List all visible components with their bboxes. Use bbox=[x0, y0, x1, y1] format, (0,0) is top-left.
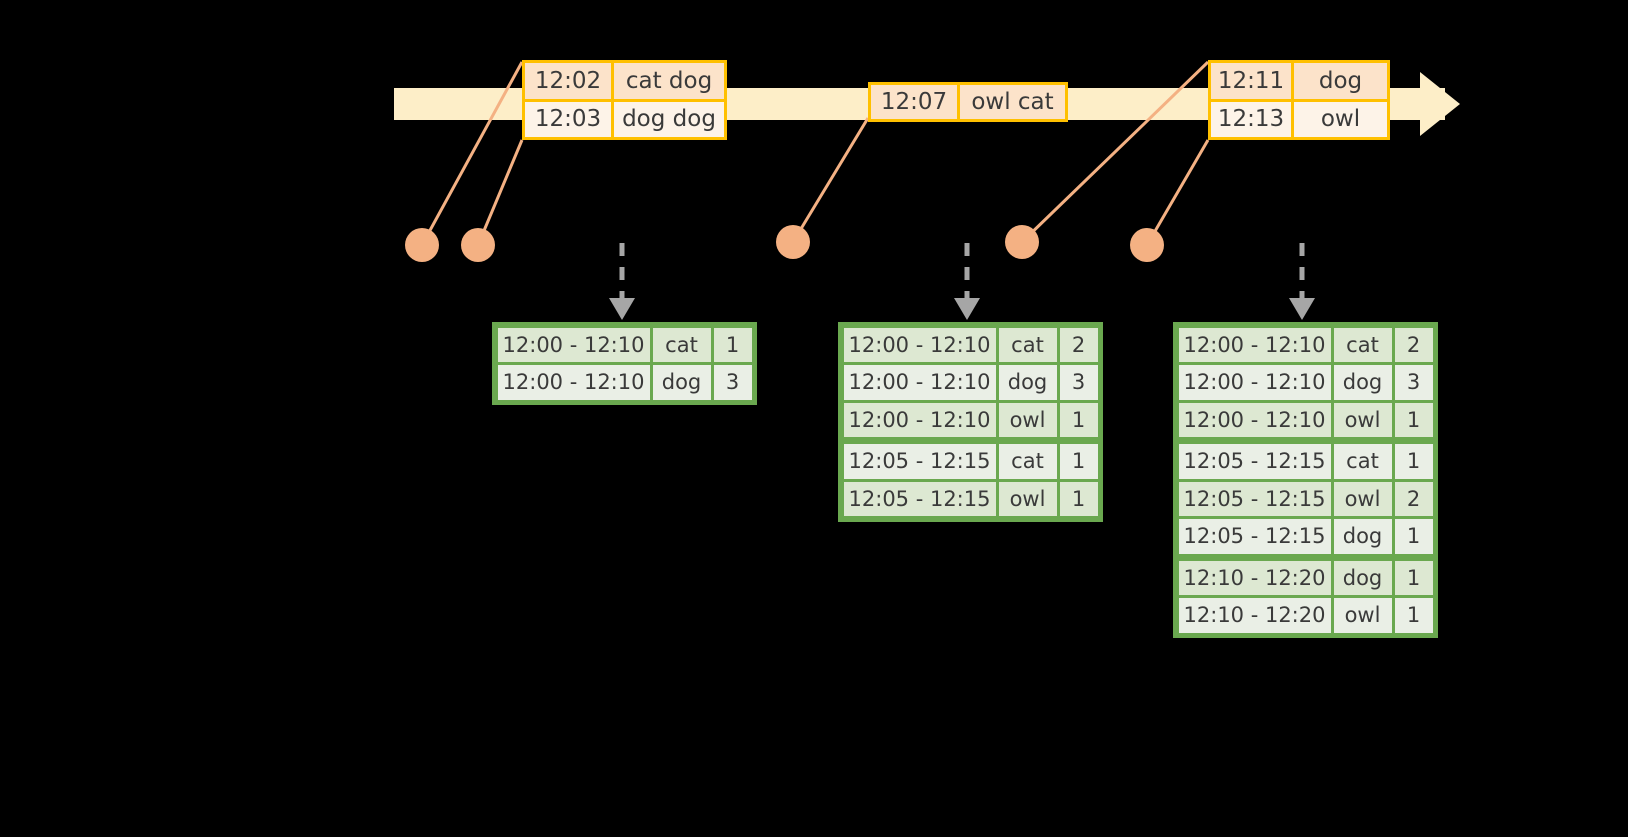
event-time: 12:11 bbox=[1211, 63, 1294, 99]
cell-count: 1 bbox=[1394, 402, 1433, 437]
event-row[interactable]: 12:02 cat dog bbox=[525, 63, 724, 99]
cell-window: 12:00 - 12:10 bbox=[1178, 327, 1331, 362]
dashed-arrows bbox=[619, 243, 1305, 300]
window-group-separator bbox=[842, 438, 1099, 443]
cell-key: cat bbox=[652, 327, 711, 362]
stream-dot-4 bbox=[1005, 225, 1039, 259]
cell-count: 1 bbox=[1394, 598, 1433, 633]
cell-count: 3 bbox=[1059, 365, 1098, 400]
cell-count: 3 bbox=[1394, 365, 1433, 400]
cell-count: 1 bbox=[1059, 444, 1098, 479]
cell-key: dog bbox=[1333, 365, 1392, 400]
cell-key: cat bbox=[1333, 327, 1392, 362]
stream-dot-1 bbox=[405, 228, 439, 262]
event-text: dog dog bbox=[622, 106, 716, 133]
cell-key: owl bbox=[998, 402, 1057, 437]
stream-dot-3 bbox=[776, 225, 810, 259]
cell-count: 1 bbox=[1394, 444, 1433, 479]
event-row[interactable]: 12:13 owl bbox=[1211, 98, 1387, 137]
cell-key: dog bbox=[652, 365, 711, 400]
cell-key: cat bbox=[998, 444, 1057, 479]
cell-key: dog bbox=[1333, 519, 1392, 554]
cell-key: dog bbox=[1333, 560, 1392, 595]
cell-window: 12:05 - 12:15 bbox=[843, 481, 996, 516]
window-group-separator bbox=[1177, 438, 1434, 443]
cell-count: 1 bbox=[713, 327, 752, 362]
cell-window: 12:00 - 12:10 bbox=[843, 327, 996, 362]
cell-window: 12:00 - 12:10 bbox=[497, 327, 650, 362]
cell-count: 2 bbox=[1394, 327, 1433, 362]
cell-count: 3 bbox=[713, 365, 752, 400]
cell-window: 12:00 - 12:10 bbox=[843, 365, 996, 400]
cell-window: 12:05 - 12:15 bbox=[1178, 444, 1331, 479]
cell-key: owl bbox=[1333, 598, 1392, 633]
cell-key: owl bbox=[1333, 481, 1392, 516]
event-time: 12:02 bbox=[525, 63, 614, 99]
event-row[interactable]: 12:03 dog dog bbox=[525, 98, 724, 137]
cell-window: 12:00 - 12:10 bbox=[1178, 402, 1331, 437]
stream-dot-5 bbox=[1130, 228, 1164, 262]
event-text: owl bbox=[1320, 106, 1361, 133]
cell-window: 12:10 - 12:20 bbox=[1178, 560, 1331, 595]
cell-count: 2 bbox=[1394, 481, 1433, 516]
cell-key: cat bbox=[998, 327, 1057, 362]
event-row[interactable]: 12:11 dog bbox=[1211, 63, 1387, 99]
cell-count: 1 bbox=[1059, 402, 1098, 437]
cell-count: 1 bbox=[1394, 519, 1433, 554]
cell-count: 1 bbox=[1059, 481, 1098, 516]
event-text: dog bbox=[1318, 67, 1363, 94]
event-text: owl cat bbox=[971, 89, 1054, 115]
cell-window: 12:00 - 12:10 bbox=[843, 402, 996, 437]
cell-window: 12:05 - 12:15 bbox=[843, 444, 996, 479]
event-group-2[interactable]: 12:07 owl cat bbox=[868, 82, 1068, 122]
cell-key: owl bbox=[1333, 402, 1392, 437]
event-time: 12:13 bbox=[1211, 101, 1294, 137]
event-row[interactable]: 12:07 owl cat bbox=[871, 85, 1065, 119]
cell-window: 12:00 - 12:10 bbox=[1178, 365, 1331, 400]
window-group-separator bbox=[1177, 555, 1434, 559]
event-text: cat dog bbox=[625, 67, 713, 94]
cell-window: 12:05 - 12:15 bbox=[1178, 481, 1331, 516]
event-group-1[interactable]: 12:02 cat dog 12:03 dog dog bbox=[522, 60, 727, 140]
event-time: 12:07 bbox=[871, 85, 960, 119]
cell-window: 12:10 - 12:20 bbox=[1178, 598, 1331, 633]
cell-key: owl bbox=[998, 481, 1057, 516]
cell-window: 12:00 - 12:10 bbox=[497, 365, 650, 400]
stream-dots bbox=[405, 225, 1164, 262]
cell-key: cat bbox=[1333, 444, 1392, 479]
stream-dot-2 bbox=[461, 228, 495, 262]
cell-window: 12:05 - 12:15 bbox=[1178, 519, 1331, 554]
event-group-3[interactable]: 12:11 dog 12:13 owl bbox=[1208, 60, 1390, 140]
cell-count: 2 bbox=[1059, 327, 1098, 362]
event-time: 12:03 bbox=[525, 101, 614, 137]
cell-key: dog bbox=[998, 365, 1057, 400]
cell-count: 1 bbox=[1394, 560, 1433, 595]
dashed-arrow-heads bbox=[609, 298, 1315, 320]
